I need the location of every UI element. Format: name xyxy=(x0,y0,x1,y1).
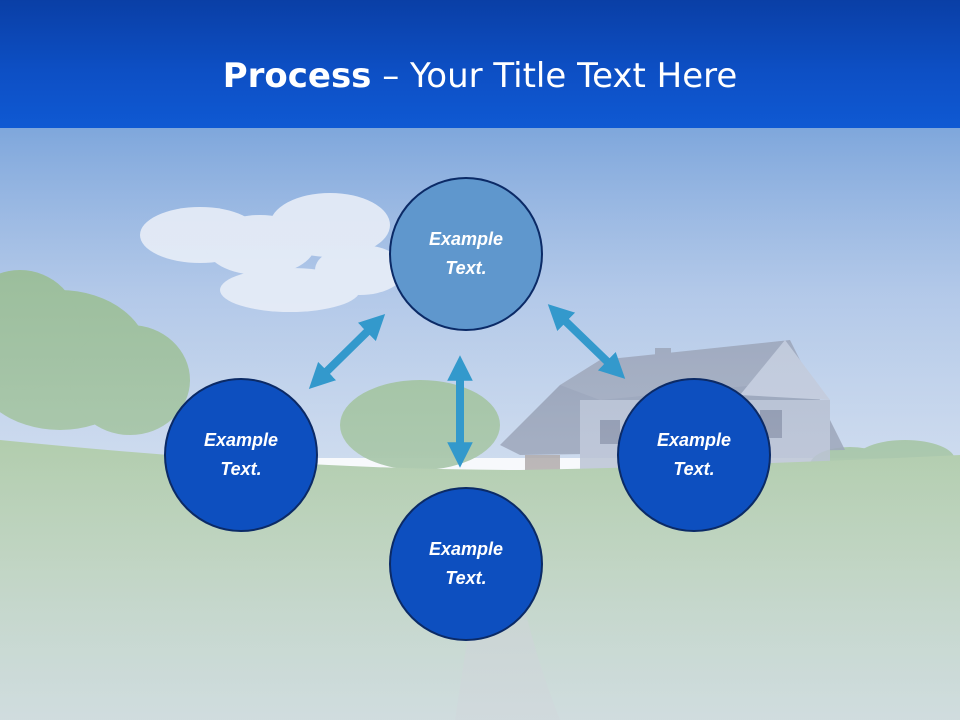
node-left-line2: Text. xyxy=(220,459,262,479)
arrow-top-left xyxy=(308,314,386,389)
node-bottom-line2: Text. xyxy=(445,568,487,588)
slide-title-rest: – Your Title Text Here xyxy=(371,56,738,96)
node-top-line2: Text. xyxy=(445,258,487,278)
slide-title: Process – Your Title Text Here xyxy=(0,54,960,98)
node-top-line1: Example xyxy=(428,229,504,249)
arrow-top-right xyxy=(547,304,626,379)
node-right-line2: Text. xyxy=(673,459,715,479)
node-right-line1: Example xyxy=(656,430,732,450)
node-bottom-line1: Example xyxy=(428,539,504,559)
slide-title-bold: Process xyxy=(222,56,372,96)
node-left-line1: Example xyxy=(203,430,279,450)
title-bar xyxy=(0,0,960,128)
